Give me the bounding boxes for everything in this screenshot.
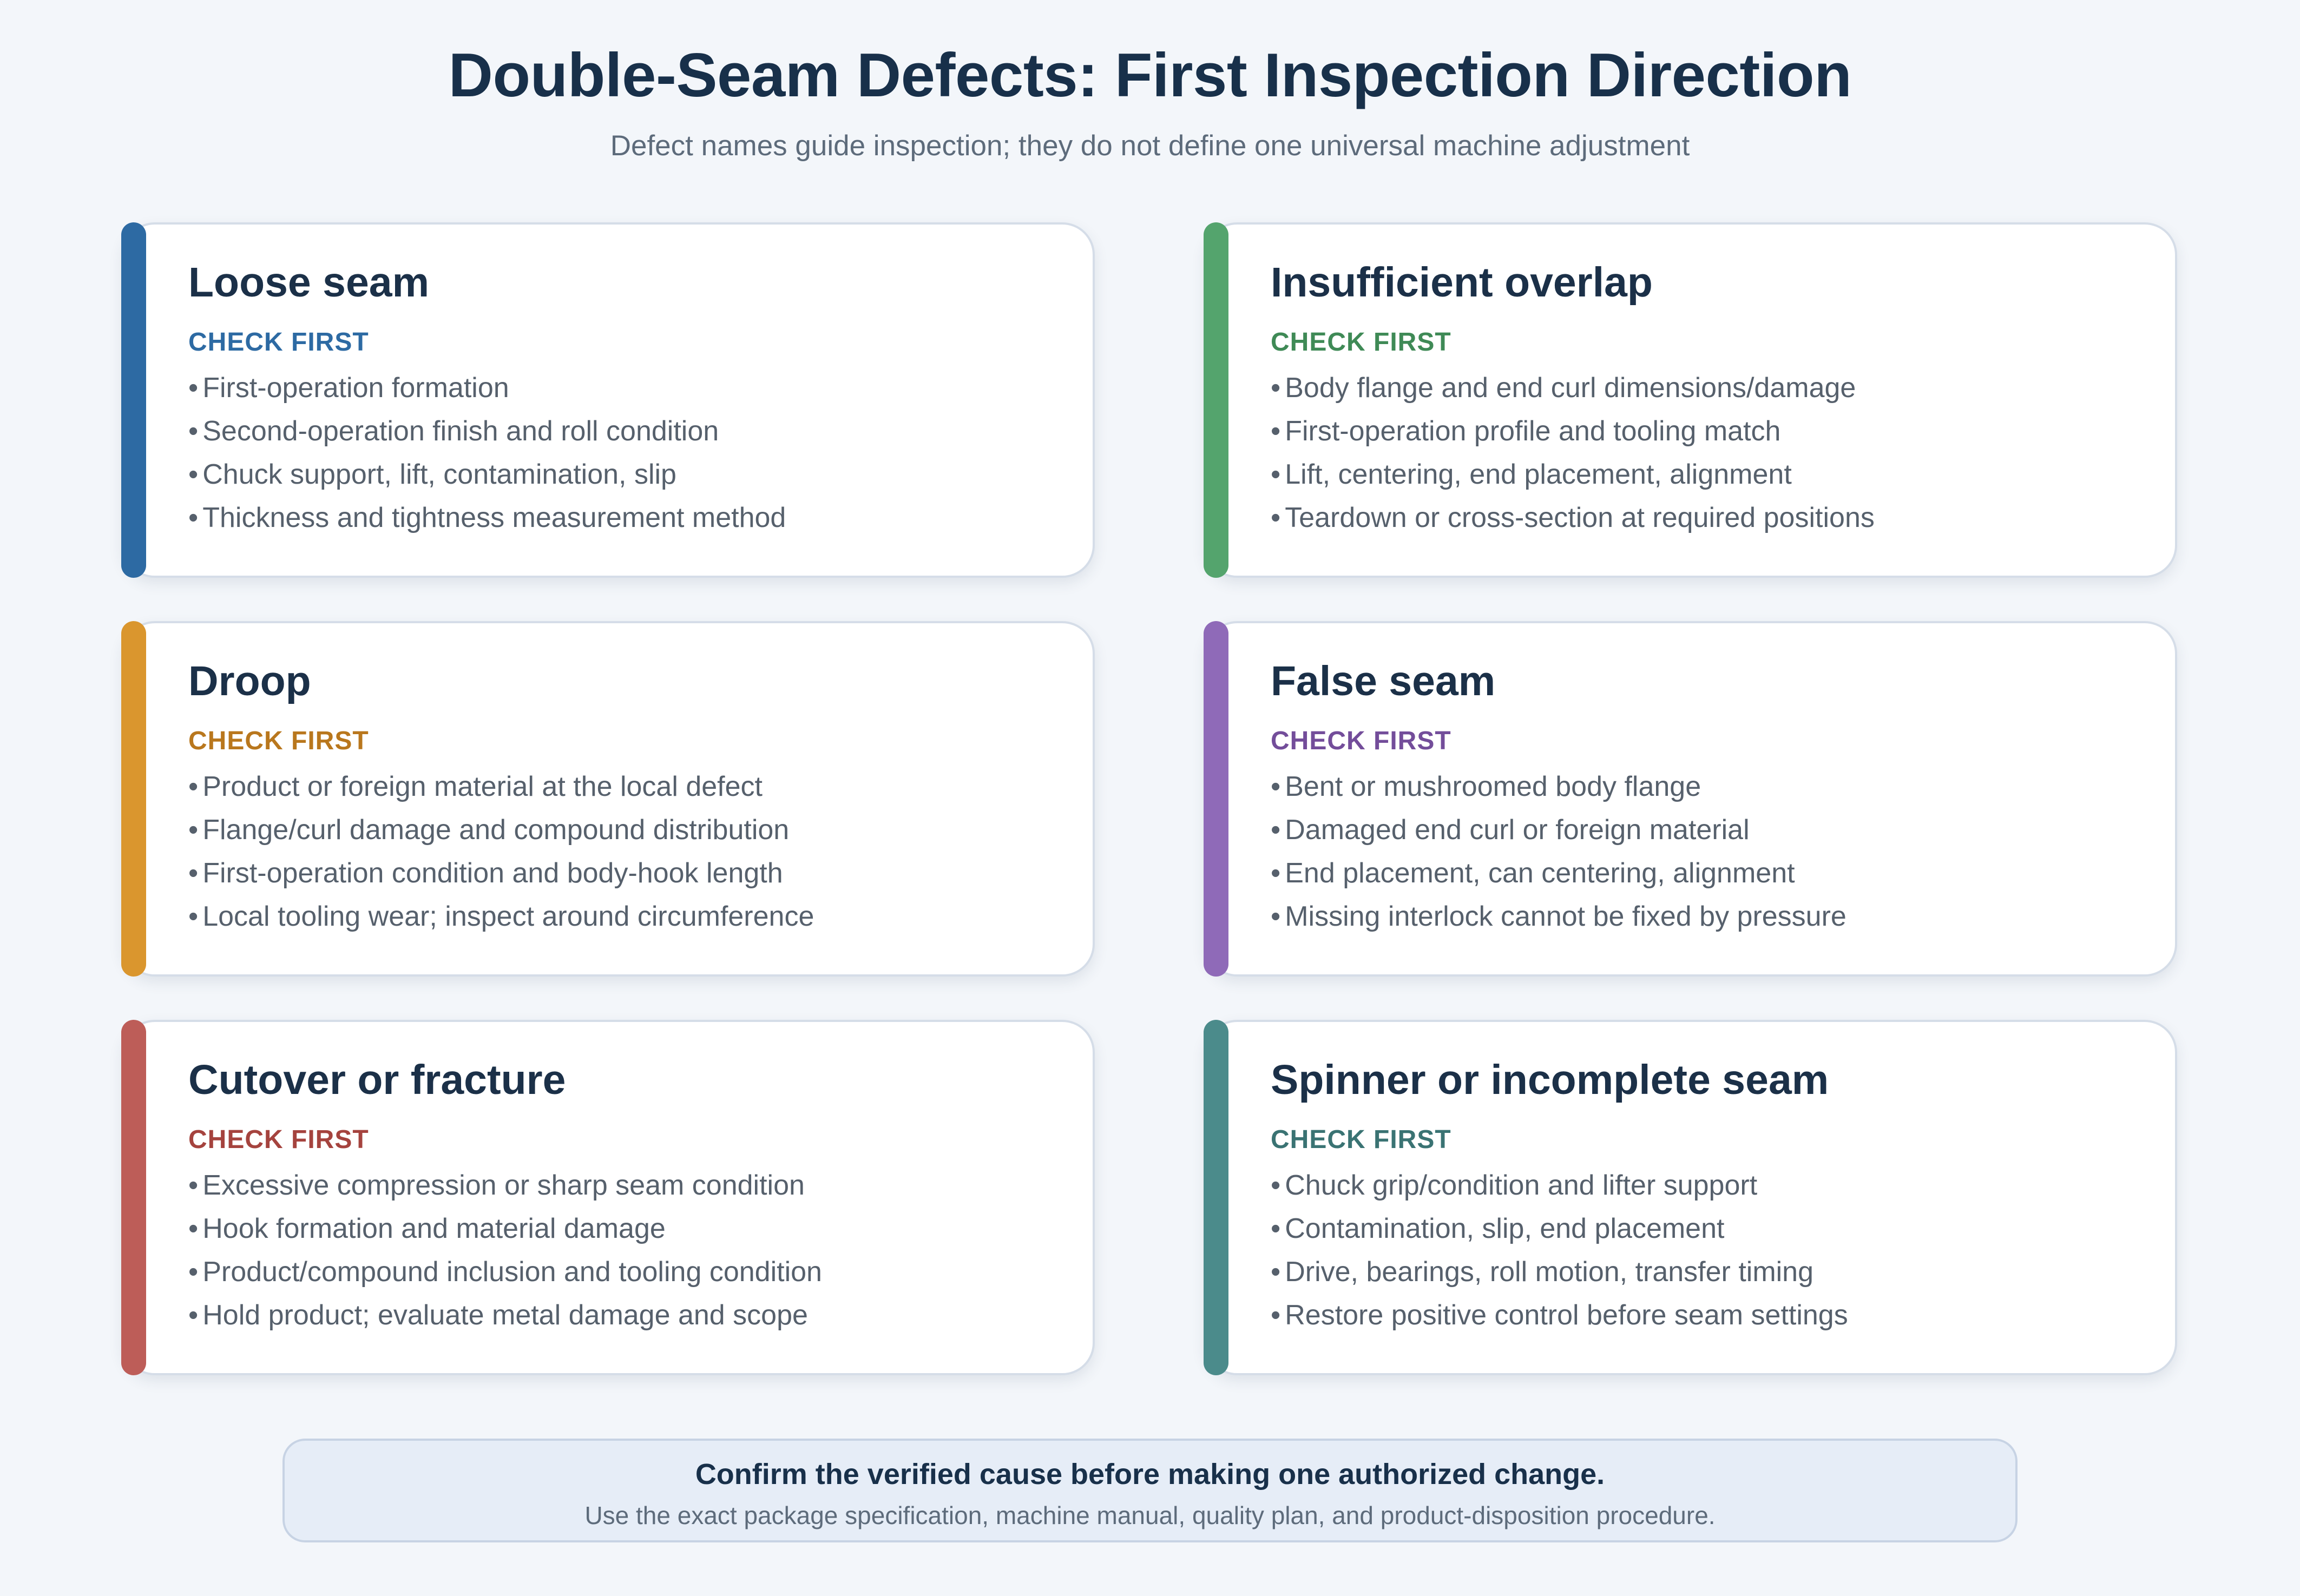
defect-title: Droop <box>188 658 311 704</box>
check-list: •Product or foreign material at the loca… <box>188 765 814 938</box>
defect-card-insufficient-overlap: Insufficient overlap CHECK FIRST •Body f… <box>1205 222 2177 578</box>
check-item: •Local tooling wear; inspect around circ… <box>188 901 814 932</box>
check-item: •First-operation formation <box>188 372 509 404</box>
check-item: •Product or foreign material at the loca… <box>188 771 763 802</box>
check-item: •Missing interlock cannot be fixed by pr… <box>1271 901 1846 932</box>
check-item: •Excessive compression or sharp seam con… <box>188 1170 805 1201</box>
check-item: •Teardown or cross-section at required p… <box>1271 502 1875 533</box>
defect-title: False seam <box>1271 658 1496 704</box>
check-item: •Contamination, slip, end placement <box>1271 1213 1725 1244</box>
check-first-label: CHECK FIRST <box>188 1125 369 1154</box>
check-first-label: CHECK FIRST <box>1271 328 1451 357</box>
accent-bar <box>121 222 146 578</box>
check-item: •First-operation condition and body-hook… <box>188 858 783 889</box>
check-list: •Excessive compression or sharp seam con… <box>188 1164 822 1337</box>
defect-title: Loose seam <box>188 259 430 306</box>
check-item: •Chuck grip/condition and lifter support <box>1271 1170 1758 1201</box>
check-item: •First-operation profile and tooling mat… <box>1271 416 1781 447</box>
footer-main-text: Confirm the verified cause before making… <box>695 1458 1605 1491</box>
check-item: •End placement, can centering, alignment <box>1271 858 1795 889</box>
check-item: •Restore positive control before seam se… <box>1271 1300 1848 1331</box>
check-item: •Hold product; evaluate metal damage and… <box>188 1300 808 1331</box>
defect-card-droop: Droop CHECK FIRST •Product or foreign ma… <box>122 621 1095 977</box>
check-item: •Hook formation and material damage <box>188 1213 666 1244</box>
check-list: •Chuck grip/condition and lifter support… <box>1271 1164 1848 1337</box>
page-title: Double-Seam Defects: First Inspection Di… <box>448 41 1852 110</box>
defect-card-false-seam: False seam CHECK FIRST •Bent or mushroom… <box>1205 621 2177 977</box>
check-list: •Bent or mushroomed body flange •Damaged… <box>1271 765 1846 938</box>
footer-callout: Confirm the verified cause before making… <box>282 1439 2018 1542</box>
defect-card-loose-seam: Loose seam CHECK FIRST •First-operation … <box>122 222 1095 578</box>
check-first-label: CHECK FIRST <box>1271 727 1451 755</box>
check-first-label: CHECK FIRST <box>188 727 369 755</box>
page-subtitle: Defect names guide inspection; they do n… <box>610 130 1690 162</box>
accent-bar <box>1204 1020 1228 1375</box>
accent-bar <box>1204 222 1228 578</box>
check-first-label: CHECK FIRST <box>188 328 369 357</box>
footer-sub-text: Use the exact package specification, mac… <box>584 1501 1716 1529</box>
check-first-label: CHECK FIRST <box>1271 1125 1451 1154</box>
check-item: •Flange/curl damage and compound distrib… <box>188 814 790 846</box>
check-item: •Chuck support, lift, contamination, sli… <box>188 459 676 490</box>
defect-title: Insufficient overlap <box>1271 259 1653 306</box>
defect-title: Cutover or fracture <box>188 1057 566 1103</box>
accent-bar <box>121 1020 146 1375</box>
check-item: •Second-operation finish and roll condit… <box>188 416 719 447</box>
check-item: •Thickness and tightness measurement met… <box>188 502 786 533</box>
check-item: •Lift, centering, end placement, alignme… <box>1271 459 1792 490</box>
check-item: •Drive, bearings, roll motion, transfer … <box>1271 1256 1814 1288</box>
defect-title: Spinner or incomplete seam <box>1271 1057 1829 1103</box>
defect-card-cutover-or-fracture: Cutover or fracture CHECK FIRST •Excessi… <box>122 1020 1095 1375</box>
defect-card-spinner-or-incomplete-seam: Spinner or incomplete seam CHECK FIRST •… <box>1205 1020 2177 1375</box>
check-list: •Body flange and end curl dimensions/dam… <box>1271 366 1875 539</box>
accent-bar <box>1204 621 1228 977</box>
check-item: •Bent or mushroomed body flange <box>1271 771 1701 802</box>
check-item: •Body flange and end curl dimensions/dam… <box>1271 372 1856 404</box>
check-list: •First-operation formation •Second-opera… <box>188 366 786 539</box>
accent-bar <box>121 621 146 977</box>
check-item: •Product/compound inclusion and tooling … <box>188 1256 822 1288</box>
check-item: •Damaged end curl or foreign material <box>1271 814 1750 846</box>
